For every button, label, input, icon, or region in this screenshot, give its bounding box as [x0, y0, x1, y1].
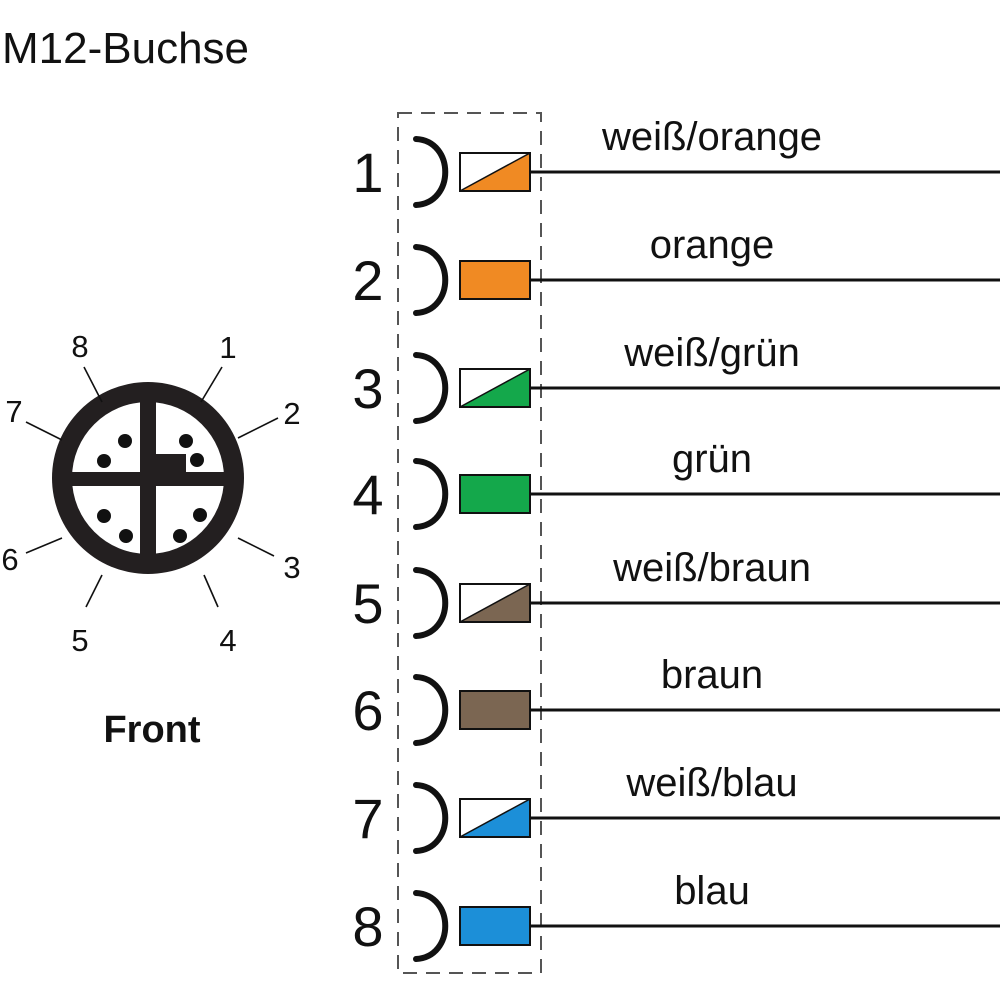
pin-contact-6 — [97, 509, 111, 523]
swatch-diagonal — [459, 368, 531, 408]
pin-leader-6 — [25, 537, 63, 554]
wire-row-4: 4 grün — [352, 437, 1000, 530]
socket-contact-icon — [413, 567, 449, 639]
coding-vertical-bar — [140, 392, 156, 566]
socket-contact-icon — [413, 782, 449, 854]
wire-row-5: 5 weiß/braun — [352, 546, 1000, 639]
wire-color-swatch — [460, 691, 530, 729]
socket-contact-icon — [413, 890, 449, 962]
socket-contact-icon — [413, 458, 449, 530]
diagram-title: M12-Buchse — [2, 24, 249, 73]
socket-enclosure — [397, 112, 542, 974]
pin-number: 5 — [352, 572, 383, 635]
wire-row-7: 7 weiß/blau — [352, 761, 1000, 854]
socket-contact-icon — [413, 352, 449, 424]
wire-list: 1 weiß/orange 2 orange 3 weiß/grün 4 grün 5 weiß/… — [352, 115, 1000, 962]
socket-contact-icon — [413, 136, 449, 208]
pin-leader-8 — [83, 366, 103, 403]
wire-color-label: weiß/orange — [601, 115, 822, 159]
wire-color-label: braun — [661, 653, 763, 697]
pin-contact-5 — [119, 529, 133, 543]
wire-color-label: weiß/grün — [623, 331, 800, 375]
pin-contact-3 — [193, 508, 207, 522]
coding-key — [150, 454, 186, 474]
pin-number: 2 — [352, 249, 383, 312]
pin-number-labels: 1 2 3 4 5 6 7 8 — [1, 329, 300, 658]
wire-row-6: 6 braun — [352, 653, 1000, 746]
pin-contact-4 — [173, 529, 187, 543]
face-pin-label-8: 8 — [71, 329, 88, 364]
wire-color-label: grün — [672, 437, 752, 481]
pin-number: 3 — [352, 357, 383, 420]
face-pin-label-7: 7 — [5, 394, 22, 429]
pin-contacts — [97, 434, 207, 543]
wire-color-label: weiß/braun — [612, 546, 811, 590]
swatch-diagonal — [459, 152, 531, 192]
connector-face: 1 2 3 4 5 6 7 8 — [1, 329, 300, 658]
wire-row-3: 3 weiß/grün — [352, 331, 1000, 424]
wire-row-2: 2 orange — [352, 223, 1000, 316]
socket-contact-icon — [413, 244, 449, 316]
front-label: Front — [103, 709, 200, 751]
wire-color-swatch — [460, 261, 530, 299]
face-pin-label-3: 3 — [283, 550, 300, 585]
pin-number: 1 — [352, 141, 383, 204]
pin-contact-1 — [179, 434, 193, 448]
pin-number: 7 — [352, 787, 383, 850]
pin-leader-4 — [203, 574, 219, 608]
swatch-diagonal — [459, 798, 531, 838]
face-pin-label-4: 4 — [219, 623, 236, 658]
wire-row-8: 8 blau — [352, 869, 1000, 962]
socket-contact-icon — [413, 674, 449, 746]
wire-color-label: weiß/blau — [625, 761, 797, 805]
pin-contact-8 — [118, 434, 132, 448]
pin-contact-2 — [190, 453, 204, 467]
wire-row-1: 1 weiß/orange — [352, 115, 1000, 208]
pin-leader-1 — [200, 366, 223, 403]
face-pin-label-6: 6 — [1, 542, 18, 577]
face-pin-label-1: 1 — [219, 330, 236, 365]
pin-leader-lines — [25, 366, 279, 608]
wire-color-label: blau — [674, 869, 750, 913]
wire-color-swatch — [460, 907, 530, 945]
pin-number: 8 — [352, 895, 383, 958]
pin-number: 4 — [352, 463, 383, 526]
pin-leader-5 — [85, 574, 103, 608]
swatch-diagonal — [459, 583, 531, 623]
wire-color-swatch — [460, 475, 530, 513]
pin-leader-3 — [237, 537, 275, 557]
pin-contact-7 — [97, 454, 111, 468]
face-pin-label-5: 5 — [71, 623, 88, 658]
pin-number: 6 — [352, 679, 383, 742]
wire-color-label: orange — [650, 223, 775, 267]
pin-leader-2 — [237, 417, 279, 439]
pin-leader-7 — [25, 421, 63, 441]
face-pin-label-2: 2 — [283, 396, 300, 431]
